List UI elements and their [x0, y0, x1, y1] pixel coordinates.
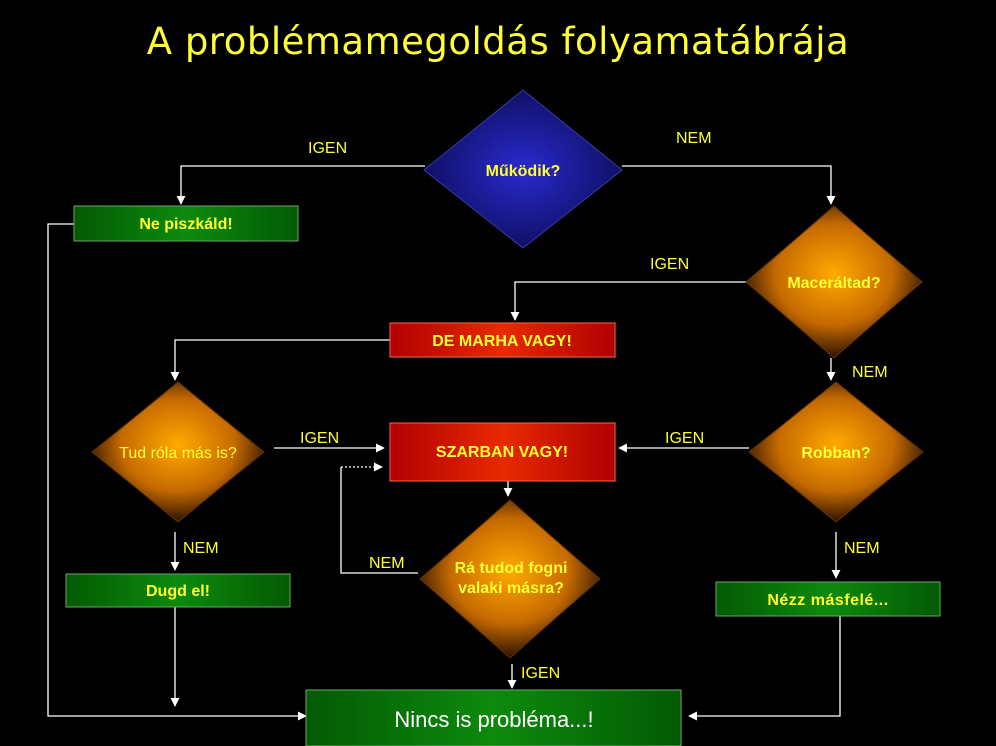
box-dugd-el: Dugd el! [65, 573, 291, 608]
edge-nezz-nincs [688, 616, 841, 721]
decision-robban-text: Robban? [801, 445, 870, 462]
decision-tud-rola-text: Tud róla más is? [119, 445, 237, 462]
box-nincs-problema-text: Nincs is probléma...! [394, 707, 593, 732]
box-nezz-masfele-text: Nézz másfelé... [767, 592, 888, 609]
page-title: A problémamegoldás folyamatábrája [146, 20, 850, 63]
edge-ratudod-nem-1 [340, 467, 418, 574]
edge-mukodik-nem [622, 165, 836, 205]
label-mukodik-nem: NEM [676, 130, 712, 147]
box-dugd-el-text: Dugd el! [146, 583, 210, 600]
edge-maceraltad-igen [510, 281, 749, 321]
decision-robban: Robban? [748, 381, 924, 523]
edge-nepiszkald-nincs [47, 223, 307, 721]
label-robban-igen: IGEN [665, 430, 704, 447]
connectors [47, 165, 841, 721]
edge-labels: IGEN NEM IGEN NEM IGEN IGEN NEM NEM NEM … [183, 130, 888, 682]
decision-tud-rola: Tud róla más is? [91, 381, 265, 523]
label-mukodik-igen: IGEN [308, 140, 347, 157]
edge-marha-tudrola [170, 339, 390, 381]
label-maceraltad-nem: NEM [852, 364, 888, 381]
decision-maceraltad: Maceráltad? [745, 205, 923, 359]
box-ne-piszkald: Ne piszkáld! [73, 205, 299, 242]
label-tudrola-igen: IGEN [300, 430, 339, 447]
edge-mukodik-igen [176, 165, 425, 205]
label-ratudod-igen: IGEN [521, 665, 560, 682]
decision-ra-tudod-text-1: Rá tudod fogni [455, 560, 568, 577]
decision-ra-tudod-text-2: valaki másra? [458, 580, 564, 597]
box-ne-piszkald-text: Ne piszkáld! [139, 216, 232, 233]
box-de-marha-vagy-text: DE MARHA VAGY! [432, 333, 572, 350]
label-robban-nem: NEM [844, 540, 880, 557]
box-de-marha-vagy: DE MARHA VAGY! [389, 322, 616, 358]
label-tudrola-nem: NEM [183, 540, 219, 557]
decision-mukodik: Működik? [423, 89, 623, 249]
box-szarban-vagy-text: SZARBAN VAGY! [436, 444, 568, 461]
label-ratudod-nem: NEM [369, 555, 405, 572]
box-nezz-masfele: Nézz másfelé... [715, 581, 941, 617]
box-szarban-vagy: SZARBAN VAGY! [389, 422, 616, 482]
decision-ra-tudod: Rá tudod fogni valaki másra? [419, 499, 601, 659]
box-nincs-problema: Nincs is probléma...! [305, 689, 682, 746]
decision-mukodik-text: Működik? [486, 163, 561, 180]
label-maceraltad-igen: IGEN [650, 256, 689, 273]
decision-maceraltad-text: Maceráltad? [787, 275, 880, 292]
